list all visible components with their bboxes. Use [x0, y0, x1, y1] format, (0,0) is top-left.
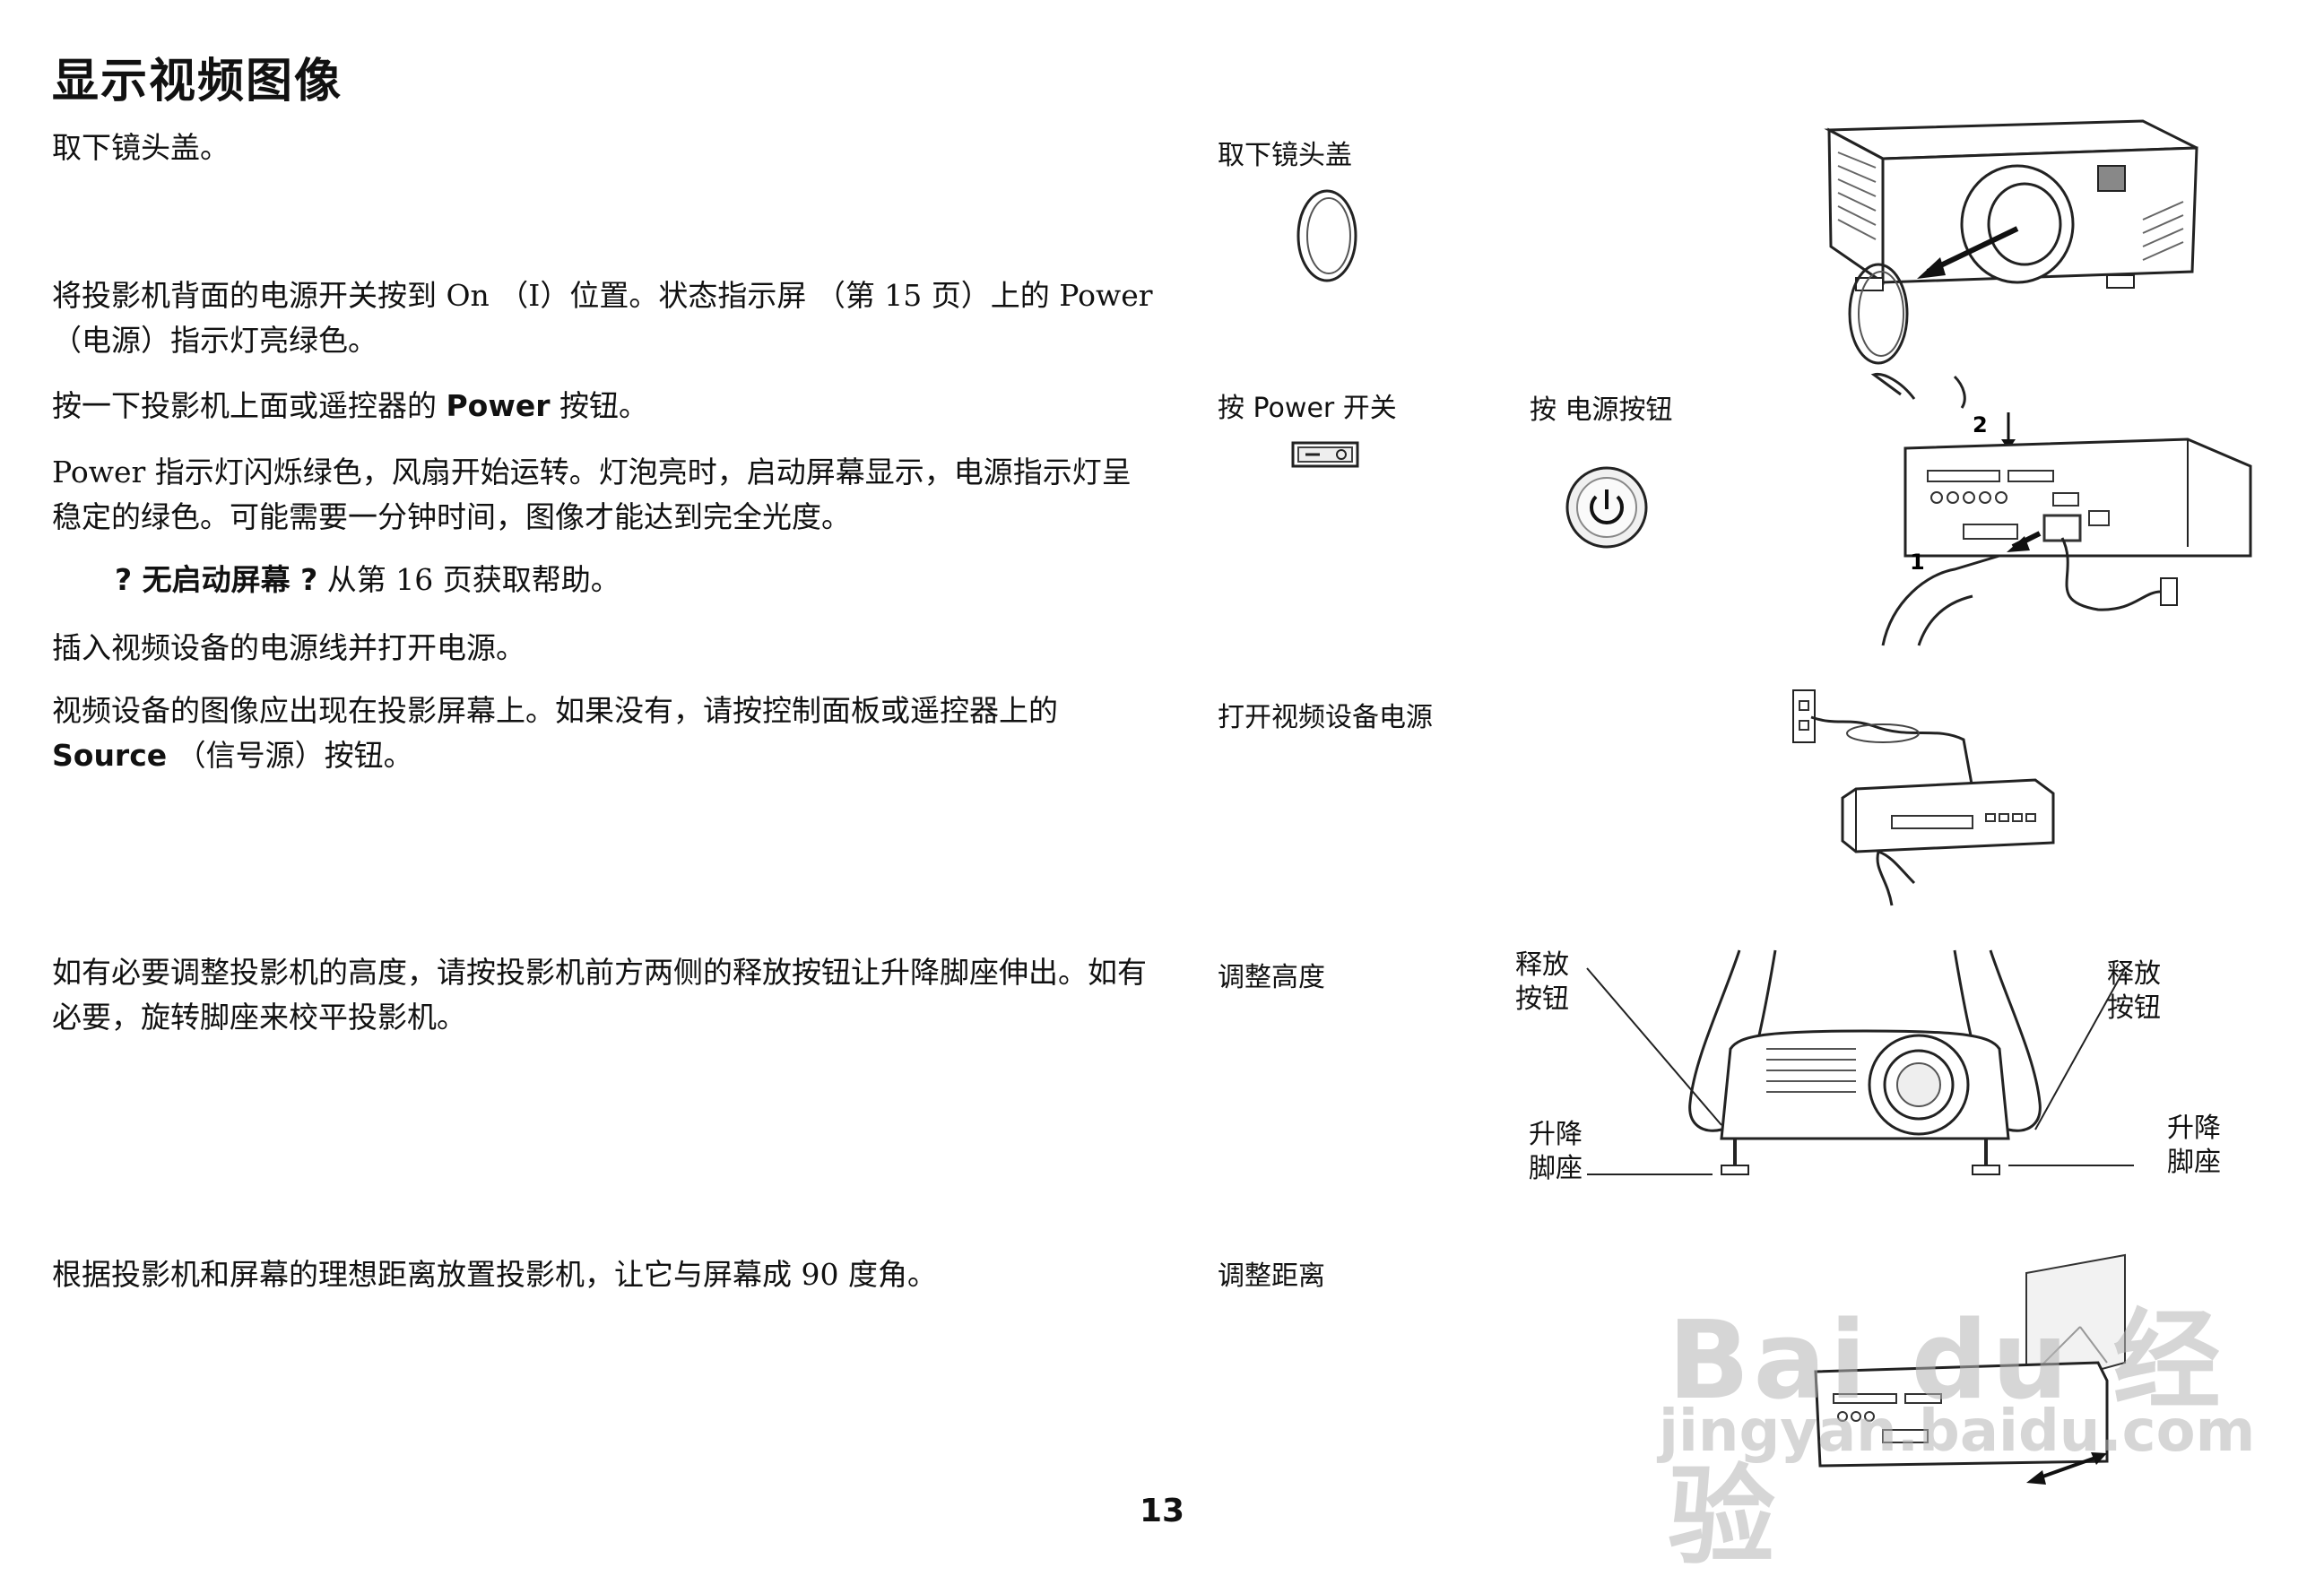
step-press-power: 按一下投影机上面或遥控器的 Power 按钮。 [52, 384, 1155, 429]
power-switch-label: 按 Power 开关 [1218, 393, 1397, 424]
step-source-post: （信号源）按钮。 [167, 738, 413, 773]
no-startup-screen-heading: ? 无启动屏幕 ? [115, 562, 318, 597]
watermark-url: jingyan.baidu.com [1659, 1399, 2256, 1465]
step-press-power-pre: 按一下投影机上面或遥控器的 [52, 388, 447, 423]
adjust-height-label: 调整高度 [1218, 962, 1325, 993]
step-plug-video-device: 插入视频设备的电源线并打开电源。 [52, 630, 525, 665]
lens-cap-label: 取下镜头盖 [1218, 140, 1352, 171]
height-adjust-illustration [1587, 950, 2143, 1201]
step-remove-lens-cap: 取下镜头盖。 [52, 130, 230, 165]
callout-2-marker: 2 [1973, 412, 1988, 437]
power-button-label: 按 电源按钮 [1530, 394, 1673, 426]
source-keyword: Source [52, 738, 168, 773]
release-button-left-callout: 释放按钮 [1515, 949, 1569, 1015]
power-button-icon [1565, 466, 1648, 549]
power-keyword: Power [446, 388, 551, 423]
video-power-label: 打开视频设备电源 [1218, 702, 1433, 733]
callout-1-marker: 1 [1910, 550, 1925, 575]
step-source-pre: 视频设备的图像应出现在投影屏幕上。如果没有，请按控制面板或遥控器上的 [52, 693, 1058, 728]
step-adjust-height: 如有必要调整投影机的高度，请按投影机前方两侧的释放按钮让升降脚座伸出。如有必要，… [52, 955, 1147, 1035]
step-source-button: 视频设备的图像应出现在投影屏幕上。如果没有，请按控制面板或遥控器上的 Sourc… [52, 689, 1155, 778]
step-press-power-post: 按钮。 [550, 388, 648, 423]
distance-adjust-illustration [1811, 1255, 2152, 1485]
no-startup-screen-help: 从第 16 页获取帮助。 [317, 562, 620, 597]
projector-back-power-illustration: 2 1 [1865, 368, 2259, 645]
step-no-startup-screen: ? 无启动屏幕 ? 从第 16 页获取帮助。 [115, 558, 1101, 602]
projector-lens-cap-illustration [1820, 112, 2206, 372]
step-power-led: Power 指示灯闪烁绿色，风扇开始运转。灯泡亮时，启动屏幕显示，电源指示灯呈稳… [52, 455, 1132, 534]
power-switch-icon [1291, 441, 1359, 468]
page-number: 13 [1139, 1493, 1185, 1529]
step-power-switch: 将投影机背面的电源开关按到 On （I）位置。状态指示屏 （第 15 页）上的 … [52, 278, 1153, 358]
lens-cap-icon [1291, 186, 1363, 285]
step-adjust-distance: 根据投影机和屏幕的理想距离放置投影机，让它与屏幕成 90 度角。 [52, 1257, 937, 1292]
video-device-illustration [1793, 690, 2062, 905]
elevator-foot-left-callout: 升降脚座 [1529, 1119, 1583, 1184]
elevator-foot-right-callout: 升降脚座 [2167, 1113, 2221, 1178]
page-title: 显示视频图像 [52, 55, 343, 108]
adjust-distance-label: 调整距离 [1218, 1260, 1325, 1292]
watermark-brand: Bai du 经验 [1668, 1299, 2224, 1580]
